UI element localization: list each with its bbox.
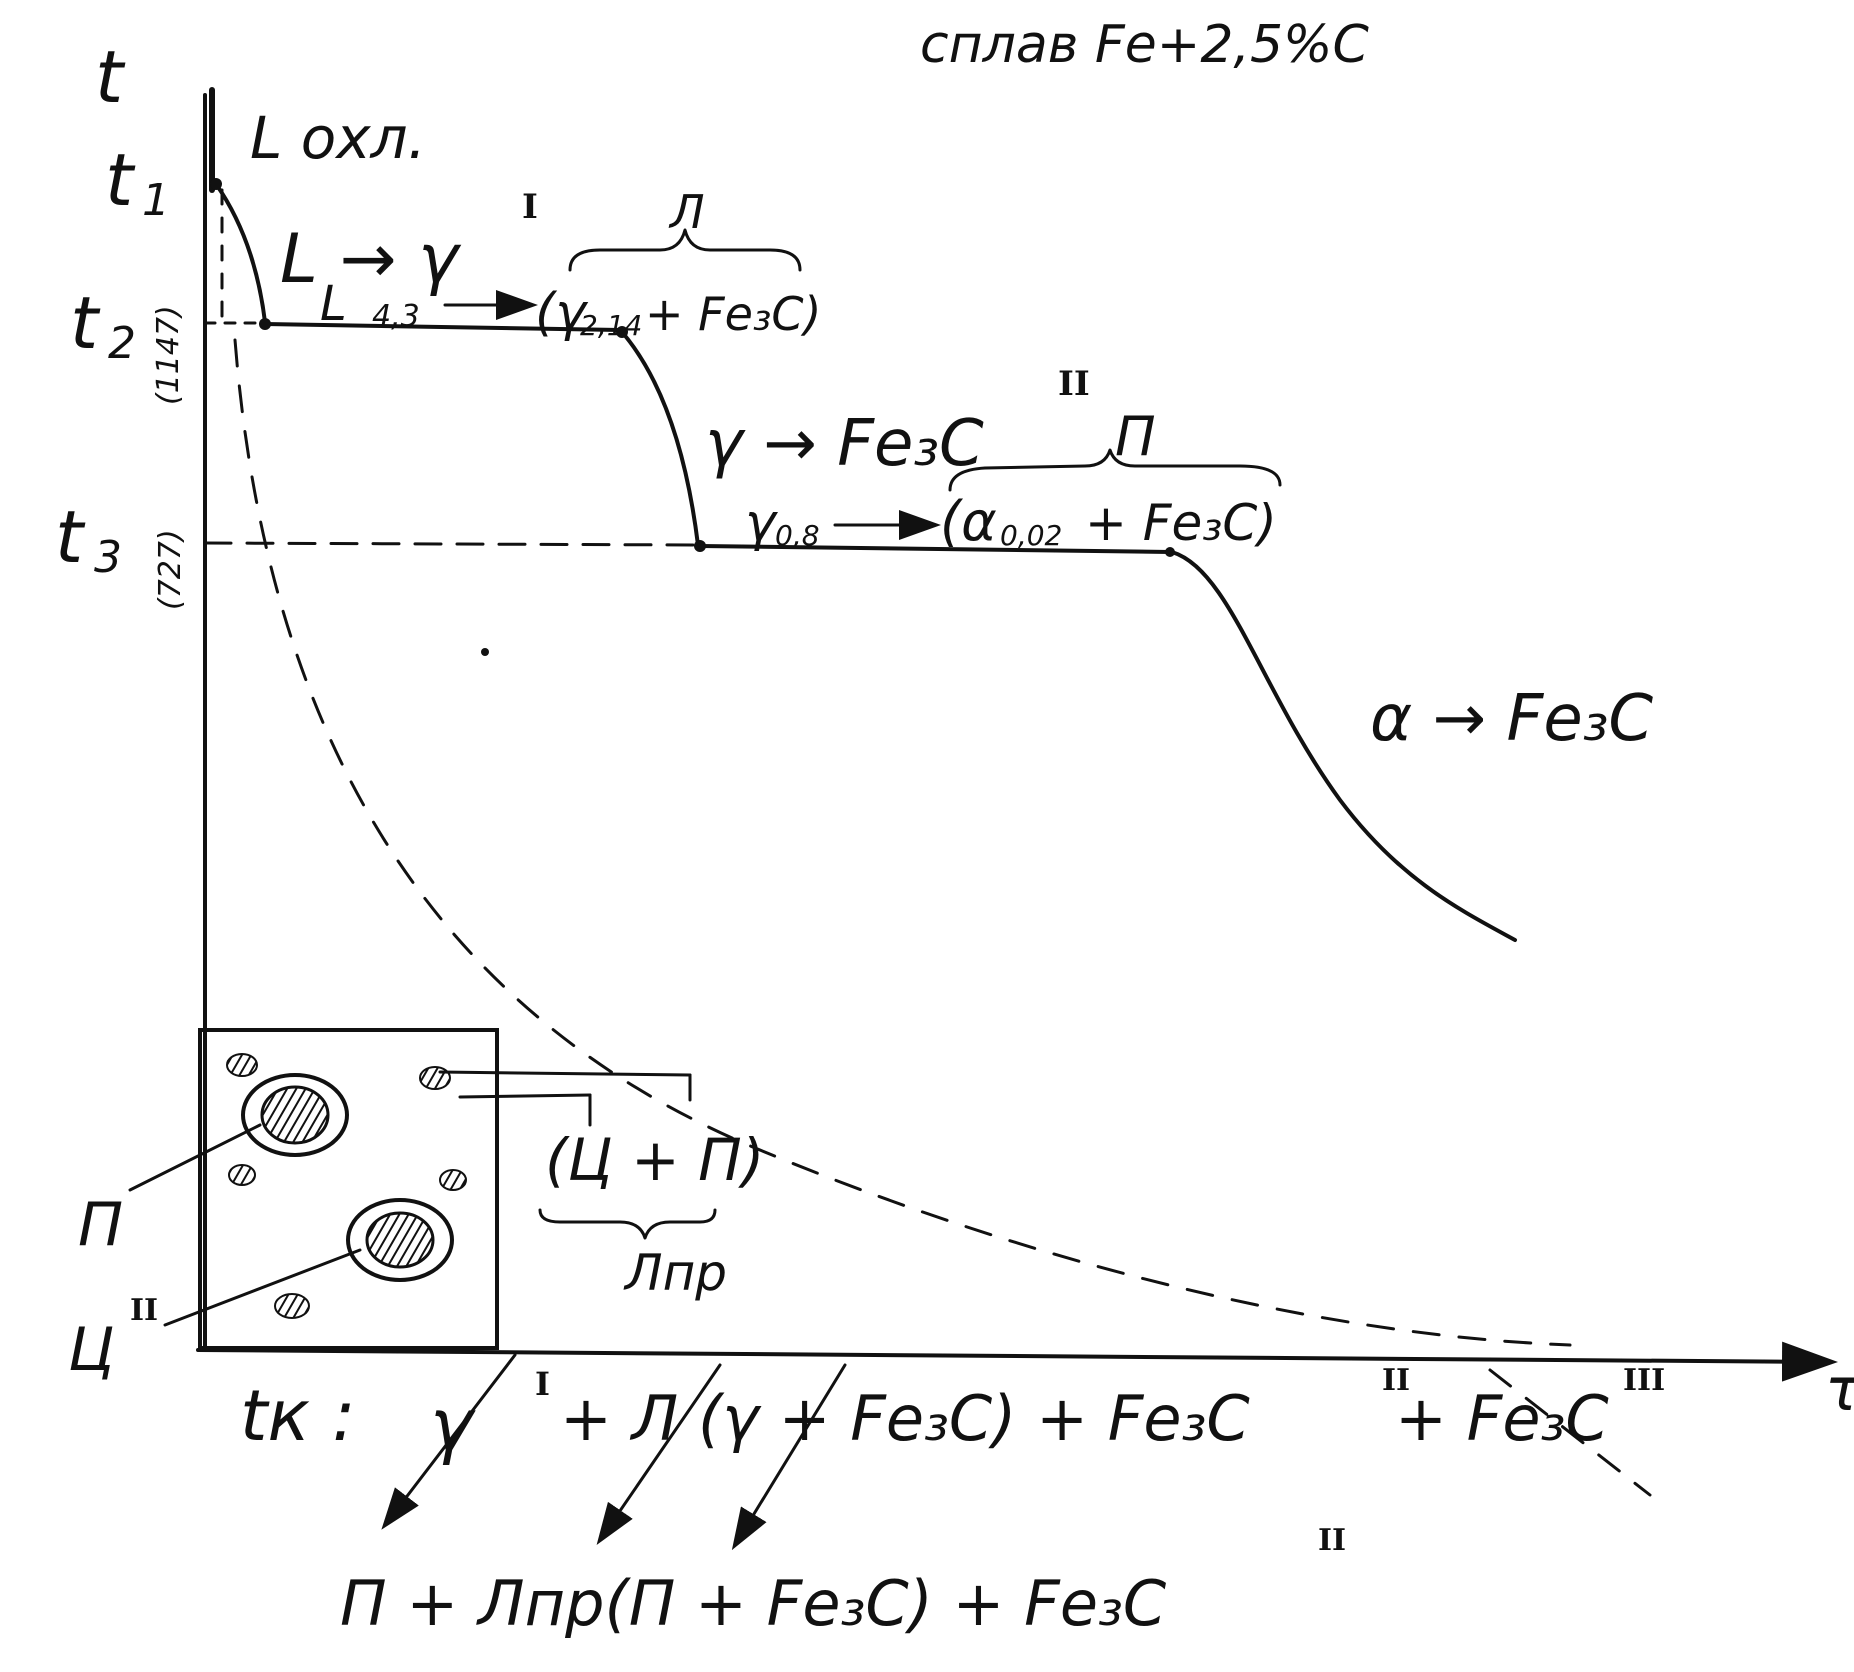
primary-crystallization-label: L → γ bbox=[280, 220, 462, 299]
x-axis-label: τ bbox=[1825, 1355, 1854, 1425]
final-line1-c: + Fe₃C bbox=[1395, 1382, 1609, 1455]
eutectic-left-sub: 4,3 bbox=[372, 299, 420, 334]
secondary-cementite-sup: II bbox=[1058, 364, 1090, 404]
cooling-curve-austenite bbox=[620, 330, 700, 547]
primary-crystallization-sup: I bbox=[522, 187, 538, 227]
arrow-ledeburite-to-lpr bbox=[596, 1363, 722, 1545]
leader-ledeburite-2 bbox=[458, 1093, 592, 1099]
final-line1-a-sup: I bbox=[535, 1365, 550, 1403]
point-t3-end bbox=[1165, 547, 1175, 557]
leader-pearlite bbox=[128, 1123, 262, 1192]
eutectoid-left-sub: 0,8 bbox=[775, 519, 820, 552]
final-line1-c-sup: III bbox=[1623, 1363, 1665, 1398]
eutectic-right-sub: 2,14 bbox=[580, 309, 642, 342]
dashed-diagonal bbox=[1488, 1368, 1652, 1497]
eutectoid-right: (α bbox=[940, 490, 997, 553]
pearlite-brace-label: П bbox=[1115, 405, 1156, 468]
eutectic-left: L bbox=[320, 276, 347, 332]
t3-label: t bbox=[55, 495, 86, 579]
micro-label-pearlite: П bbox=[78, 1190, 123, 1260]
eutectic-plateau bbox=[263, 322, 622, 332]
x-axis bbox=[196, 1341, 1838, 1382]
leader-ledeburite-1 bbox=[438, 1070, 692, 1077]
final-line1-b-sup: II bbox=[1382, 1363, 1410, 1398]
micro-label-cementite-sup: II bbox=[130, 1293, 158, 1328]
t2-subscript: 2 bbox=[108, 318, 136, 369]
eutectoid-right-tail: + Fe₃C) bbox=[1085, 494, 1277, 552]
cooling-curve-ferrite bbox=[1170, 550, 1517, 942]
t3-guide bbox=[203, 541, 700, 547]
t3-subscript: 3 bbox=[94, 532, 122, 583]
ledeburite-brace-label: Лпр bbox=[623, 1244, 727, 1302]
t2-label: t bbox=[70, 281, 101, 365]
dashed-asymptote-curve bbox=[233, 338, 1572, 1347]
cooling-curve-liquid bbox=[214, 182, 267, 324]
micro-label-cementite: Ц bbox=[68, 1315, 115, 1385]
microstructure-grains bbox=[226, 1053, 467, 1319]
stray-dot bbox=[481, 648, 489, 656]
final-line1-a: γ bbox=[430, 1383, 476, 1467]
microstructure-box bbox=[198, 1028, 499, 1350]
t2-value: (1147) bbox=[151, 305, 186, 405]
eutectic-right: (γ bbox=[535, 283, 589, 343]
t3-value: (727) bbox=[153, 529, 188, 610]
arrow-primary-to-pearlite bbox=[381, 1353, 517, 1530]
eutectic-brace bbox=[568, 228, 802, 272]
ledeburite-brace bbox=[538, 1208, 717, 1240]
secondary-cementite-label: γ → Fe₃C bbox=[705, 407, 984, 481]
final-line1-b: + Л (γ + Fe₃C) + Fe₃C bbox=[560, 1382, 1250, 1455]
y-axis-label: t bbox=[95, 35, 126, 119]
point-t1 bbox=[210, 178, 222, 190]
arrow-eutectic-gamma-to-p bbox=[731, 1363, 847, 1551]
final-line2-a-sup: II bbox=[1318, 1523, 1346, 1558]
leader-cementite bbox=[163, 1248, 362, 1327]
t1-label: t bbox=[105, 138, 136, 222]
t1-subscript: 1 bbox=[142, 175, 170, 226]
eutectoid-right-sub: 0,02 bbox=[1000, 519, 1062, 552]
liquid-cooling-label: L охл. bbox=[250, 104, 426, 172]
eutectoid-plateau bbox=[698, 544, 1172, 554]
point-t3-start bbox=[694, 540, 706, 552]
eutectic-brace-label: Л bbox=[668, 185, 705, 239]
eutectoid-left: γ bbox=[745, 493, 779, 553]
eutectic-right-tail: + Fe₃C) bbox=[645, 287, 821, 341]
final-line2-a: П + Лпр(П + Fe₃C) + Fe₃C bbox=[340, 1567, 1167, 1640]
point-t2-start bbox=[259, 318, 271, 330]
diagram-title: сплав Fe+2,5%C bbox=[920, 15, 1369, 75]
ledeburite-formula: (Ц + П) bbox=[545, 1126, 764, 1194]
tk-label: tк : bbox=[240, 1375, 356, 1457]
tertiary-cementite-label: α → Fe₃C bbox=[1370, 682, 1653, 756]
point-t2-end bbox=[616, 326, 628, 338]
pearlite-brace bbox=[948, 448, 1282, 492]
